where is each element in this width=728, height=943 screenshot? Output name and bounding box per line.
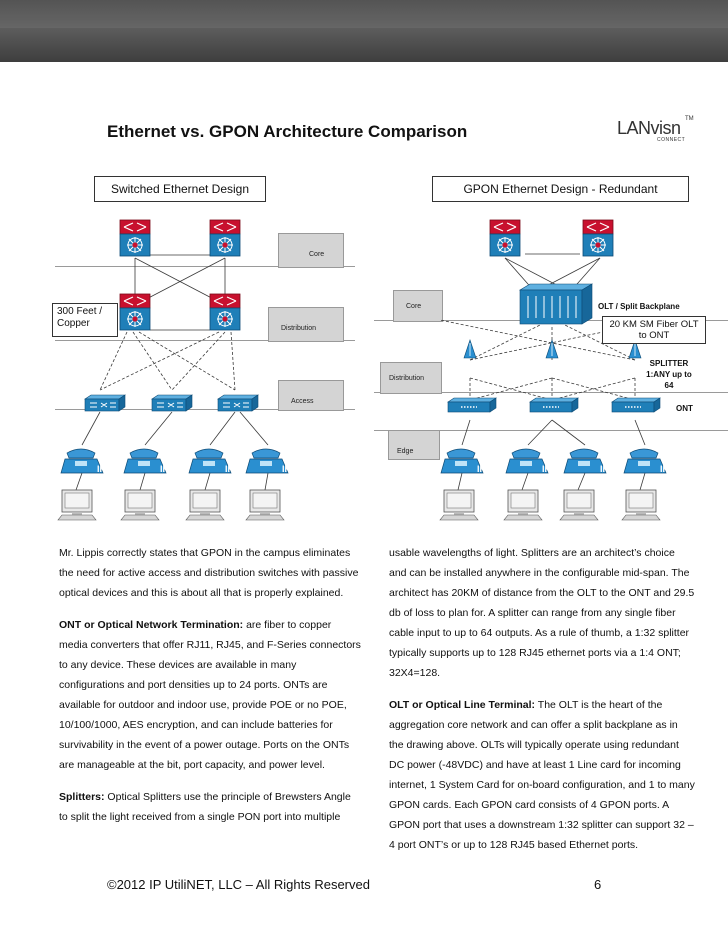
distribution-layer-line <box>55 340 355 341</box>
olt-label: OLT / Split Backplane <box>598 302 680 311</box>
splitters-term: Splitters: <box>59 791 105 803</box>
pc-icon <box>245 489 285 521</box>
copyright-footer: ©2012 IP UtiliNET, LLC – All Rights Rese… <box>107 877 370 892</box>
architecture-diagram: IP <box>57 219 670 521</box>
splitter-icon <box>545 339 559 359</box>
core-router-icon <box>119 219 151 257</box>
pc-icon <box>439 489 479 521</box>
ip-phone-icon <box>563 448 610 475</box>
logo-sub: CONNECT <box>657 137 686 143</box>
fiber-distance-note: 20 KM SM Fiber OLT to ONT <box>602 316 706 344</box>
gpon-distribution-layer-line <box>374 392 728 393</box>
ip-phone-icon <box>245 448 292 475</box>
ont-icon <box>447 397 497 413</box>
distribution-layer-label: Distribution <box>281 325 317 332</box>
gpon-edge-layer-line <box>374 430 728 431</box>
gpon-intro-paragraph: Mr. Lippis correctly states that GPON in… <box>59 547 359 599</box>
splitter-label: SPLITTER 1:ANY up to 64 <box>646 359 692 390</box>
gpon-edge-layer-label: Edge <box>397 448 414 455</box>
logo-tm: TM <box>685 116 694 122</box>
core-layer-line <box>55 266 355 267</box>
access-switch-icon <box>151 394 193 412</box>
pc-icon <box>57 489 97 521</box>
pc-icon <box>185 489 225 521</box>
access-layer-line <box>55 409 355 410</box>
splitters-body: Optical Splitters use the principle of B… <box>59 791 351 823</box>
ont-term: ONT or Optical Network Termination: <box>59 619 244 631</box>
page-number: 6 <box>594 877 602 892</box>
gpon-core-router-icon <box>582 219 614 257</box>
access-switch-icon <box>84 394 126 412</box>
gpon-core-layer-box: Core <box>393 290 443 322</box>
copper-distance-note: 300 Feet / Copper <box>52 303 118 337</box>
distribution-router-icon <box>209 293 241 331</box>
left-diagram <box>75 254 269 491</box>
ont-icon <box>611 397 661 413</box>
ont-body: are fiber to copper media converters tha… <box>59 619 361 771</box>
olt-paragraph: OLT or Optical Line Terminal: The OLT is… <box>389 695 695 855</box>
gpon-design-label: GPON Ethernet Design - Redundant <box>432 176 689 202</box>
ip-phone-icon <box>505 448 552 475</box>
core-router-icon <box>209 219 241 257</box>
access-layer-label: Access <box>291 398 314 405</box>
olt-chassis-icon <box>518 283 594 325</box>
splitters-continued-paragraph: usable wavelengths of light. Splitters a… <box>389 547 695 679</box>
distribution-layer-box: Distribution <box>268 307 344 342</box>
ip-phone-icon <box>60 448 107 475</box>
splitters-paragraph: Splitters: Optical Splitters use the pri… <box>59 787 361 827</box>
ont-label: ONT <box>676 404 693 413</box>
core-layer-label: Core <box>309 251 325 258</box>
right-text-column: usable wavelengths of light. Splitters a… <box>389 543 695 867</box>
top-banner <box>0 0 728 62</box>
right-diagram <box>439 253 661 491</box>
ip-phone-icon <box>440 448 487 475</box>
gpon-core-router-icon <box>489 219 521 257</box>
lanvisn-logo: LANvisn TM CONNECT <box>617 116 697 148</box>
gpon-edge-layer-box: Edge <box>388 430 440 460</box>
pc-icon <box>559 489 599 521</box>
pc-icon <box>120 489 160 521</box>
access-switch-icon <box>217 394 259 412</box>
ont-paragraph: ONT or Optical Network Termination: are … <box>59 615 361 775</box>
pc-icon <box>503 489 543 521</box>
page-title: Ethernet vs. GPON Architecture Compariso… <box>107 122 468 141</box>
access-layer-box: Access <box>278 380 344 411</box>
core-layer-box: Core <box>278 233 344 268</box>
ip-phone-icon <box>188 448 235 475</box>
ip-phone-icon <box>623 448 670 475</box>
distribution-router-icon <box>119 293 151 331</box>
olt-body: The OLT is the heart of the aggregation … <box>389 699 695 851</box>
olt-term: OLT or Optical Line Terminal: <box>389 699 536 711</box>
splitter-icon <box>463 339 477 359</box>
switched-ethernet-label: Switched Ethernet Design <box>94 176 266 202</box>
pc-icon <box>621 489 661 521</box>
gpon-core-layer-label: Core <box>406 303 422 310</box>
gpon-distribution-layer-label: Distribution <box>389 375 425 382</box>
left-text-column: Mr. Lippis correctly states that GPON in… <box>59 543 361 839</box>
ip-phone-icon <box>123 448 170 475</box>
ont-icon <box>529 397 579 413</box>
gpon-distribution-layer-box: Distribution <box>380 362 442 394</box>
logo-word: LANvisn <box>617 118 681 138</box>
